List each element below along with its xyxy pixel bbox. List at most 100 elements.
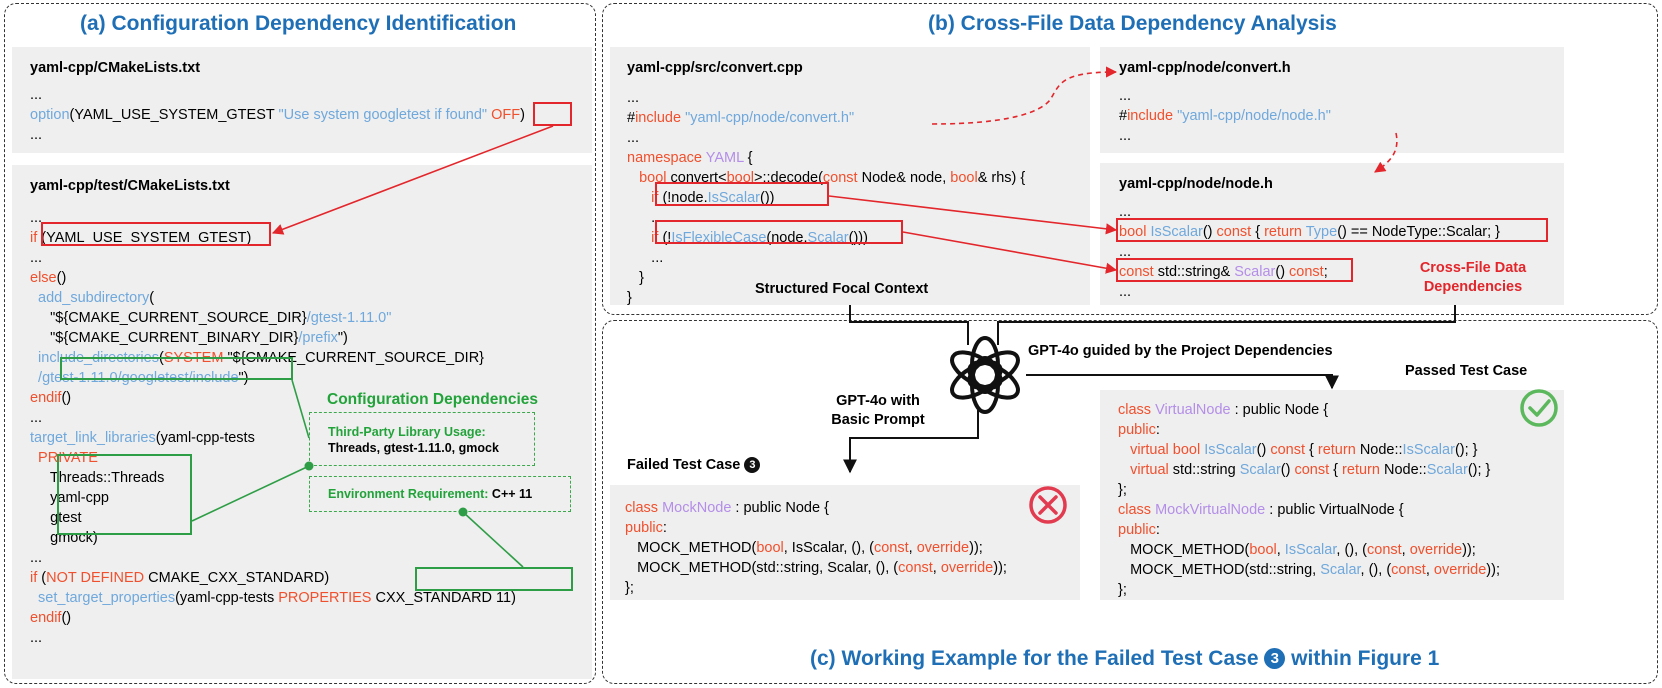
convert-h-filename: yaml-cpp/node/convert.h [1119,60,1291,76]
code-line: ... [627,210,664,226]
env-box: Environment Requirement: C++ 11 [309,476,571,512]
failed-label: Failed Test Case 3 [627,457,761,473]
code-line: class MockVirtualNode : public VirtualNo… [1118,502,1404,518]
code-line: public: [1118,522,1160,538]
passed-code-box [1100,390,1564,600]
code-line: ... [30,127,43,143]
config-deps-title: Configuration Dependencies [327,391,538,408]
code-line: ... [1119,88,1132,104]
code-line: ... [627,130,640,146]
isscalar-call-highlight [655,182,829,206]
code-line: if (NOT DEFINED CMAKE_CXX_STANDARD) [30,570,330,586]
code-line: add_subdirectory( [30,290,155,306]
code-line: virtual bool IsScalar() const { return N… [1118,442,1478,458]
code-line: #include "yaml-cpp/node/node.h" [1119,108,1331,124]
cmake-root-box [12,47,592,153]
passed-check-icon [1520,389,1558,427]
code-line: else() [30,270,67,286]
scalar-to-def-arrow [902,231,1118,274]
panel-c-title: (c) Working Example for the Failed Test … [810,647,1440,670]
code-line: virtual std::string Scalar() const { ret… [1118,462,1491,478]
code-line: public: [625,520,667,536]
code-line: ... [30,550,43,566]
code-line: public: [1118,422,1160,438]
code-line: set_target_properties(yaml-cpp-tests PRO… [30,590,516,606]
failed-code-box [610,485,1080,600]
deps-to-gpt-line [997,305,1456,345]
code-line: ... [30,87,43,103]
include-convert-h-arrow [931,66,1118,125]
cxx-standard-highlight [415,567,573,591]
off-to-if-arrow [271,125,554,235]
code-line: ... [1119,244,1132,260]
code-line: class VirtualNode : public Node { [1118,402,1329,418]
code-line: bool IsScalar() const { return Type() ==… [1119,224,1500,240]
code-line: yaml-cpp [30,490,109,506]
code-line: MOCK_METHOD(bool, IsScalar, (), (const, … [625,540,983,556]
code-line: endif() [30,610,72,626]
cross-file-label: Cross-File Data Dependencies [1419,260,1527,295]
code-line: ... [1119,284,1132,300]
third-party-label: Third-Party Library Usage: [328,425,486,439]
include-path-highlight [60,357,293,380]
gpt-logo-icon [950,336,1020,414]
guided-label: GPT-4o guided by the Project Dependencie… [1028,343,1333,359]
code-line: MOCK_METHOD(bool, IsScalar, (), (const, … [1118,542,1476,558]
case-number-badge: 3 [1264,648,1286,669]
code-line: ... [30,410,43,426]
include-to-config-line [291,379,310,439]
code-line: ... [1119,204,1132,220]
isscalar-to-def-arrow [828,195,1118,235]
code-line: option(YAML_USE_SYSTEM_GTEST "Use system… [30,107,525,123]
convert-h-code: ... #include "yaml-cpp/node/node.h"... [1119,86,1331,146]
failed-code: class MockNode : public Node {public: MO… [625,498,1007,598]
code-line: }; [1118,482,1127,498]
libs-highlight [57,454,192,535]
cmake-test-box [12,165,592,679]
code-line: ... [627,90,640,106]
code-line: ... [30,630,43,646]
cmake-test-filename: yaml-cpp/test/CMakeLists.txt [30,178,230,194]
code-line: ... [1119,128,1132,144]
cmake-root-filename: yaml-cpp/CMakeLists.txt [30,60,201,76]
code-line: if (!node.IsScalar()) [627,190,775,206]
convert-h-box [1100,47,1564,153]
gtest-option-highlight [41,222,271,246]
code-line: if (YAML_USE_SYSTEM_GTEST) [30,230,252,246]
node-h-filename: yaml-cpp/node/node.h [1119,176,1273,192]
convert-cpp-filename: yaml-cpp/src/convert.cpp [627,60,803,76]
focal-context-label: Structured Focal Context [755,281,929,297]
code-line: "${CMAKE_CURRENT_BINARY_DIR}/prefix") [30,330,348,346]
code-line: Threads::Threads [30,470,165,486]
code-line: const std::string& Scalar() const; [1119,264,1328,280]
convert-cpp-box [610,47,1090,305]
code-line: target_link_libraries(yaml-cpp-tests [30,430,255,446]
panel-a [4,3,596,684]
node-h-code: ... bool IsScalar() const { return Type()… [1119,202,1500,302]
code-line: endif() [30,390,72,406]
off-highlight [533,102,572,126]
code-line: }; [625,580,634,596]
panel-b [602,3,1658,315]
gpt-to-passed-arrow [1026,374,1339,390]
code-line: "${CMAKE_CURRENT_SOURCE_DIR}/gtest-1.11.… [30,310,392,326]
panel-b-title: (b) Cross-File Data Dependency Analysis [928,12,1337,35]
env-value: C++ 11 [491,487,533,501]
env-dot [458,507,468,517]
code-line: ... [30,210,43,226]
code-line: #include "yaml-cpp/node/convert.h" [627,110,855,126]
code-line: } [627,290,632,306]
failed-number-badge: 3 [744,457,761,473]
libs-to-config-line [191,465,310,522]
flexible-case-highlight [655,220,903,244]
third-party-value: Threads, gtest-1.11.0, gmock [328,441,499,455]
code-line: namespace YAML { [627,150,753,166]
code-line: MOCK_METHOD(std::string, Scalar, (), (co… [1118,562,1500,578]
code-line: MOCK_METHOD(std::string, Scalar, (), (co… [625,560,1007,576]
panel-c [602,320,1658,684]
convert-cpp-code: ... #include "yaml-cpp/node/convert.h"...… [627,88,1025,308]
code-line: ... [30,250,43,266]
focal-to-gpt-line [849,305,969,345]
